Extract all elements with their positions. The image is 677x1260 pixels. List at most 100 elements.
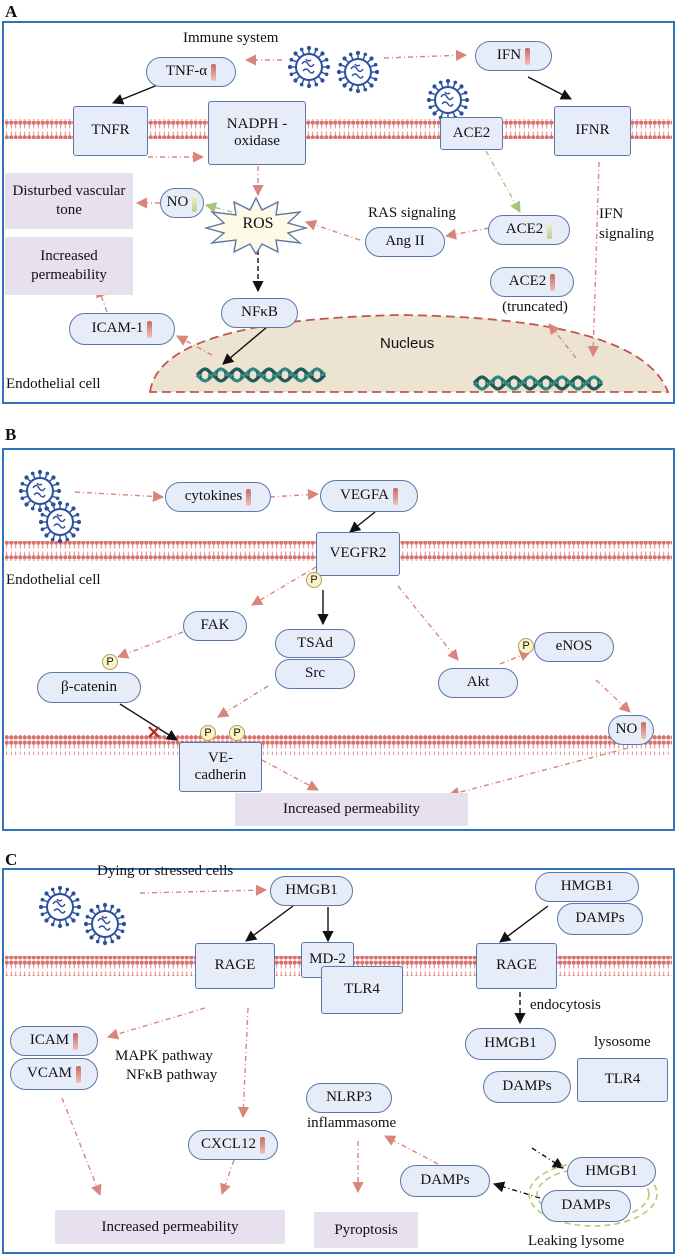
vegfa-label: VEGFA <box>340 487 389 504</box>
panel-c-frame <box>2 868 675 1254</box>
hmgb1-right-label: HMGB1 <box>560 878 614 895</box>
fak-node: FAK <box>183 611 247 641</box>
vcam-node: VCAM <box>10 1058 98 1090</box>
pyroptosis-label: Pyroptosis <box>334 1221 398 1238</box>
up-arrow-icon <box>260 1136 265 1154</box>
ace2-down-node: ACE2 <box>488 215 570 245</box>
beta-catenin-node: β-catenin <box>37 672 141 703</box>
leaking-lysome-label: Leaking lysome <box>528 1233 625 1249</box>
panel-letter-b: B <box>5 425 17 444</box>
membrane-a <box>5 119 672 139</box>
nfkb-label: NFκB <box>241 304 278 321</box>
cxcl12-label: CXCL12 <box>200 1136 256 1153</box>
icam-label: ICAM <box>29 1032 70 1049</box>
vegfr2-receptor: VEGFR2 <box>316 532 400 576</box>
nfkb-pathway-label: NFκB pathway <box>126 1067 218 1083</box>
down-arrow-icon <box>192 194 198 212</box>
enos-node: eNOS <box>534 632 614 662</box>
akt-label: Akt <box>466 674 490 691</box>
phosphate-icon: P <box>229 725 245 741</box>
up-arrow-icon <box>211 63 217 81</box>
truncated-label: (truncated) <box>502 299 568 315</box>
ros-label: ROS <box>242 215 274 232</box>
hmgb1-right-node: HMGB1 <box>535 872 639 902</box>
rage-right-receptor: RAGE <box>476 943 557 989</box>
nadph-oxidase-label: NADPH -oxidase <box>226 115 288 149</box>
vegfa-node: VEGFA <box>320 480 418 512</box>
rage-right-label: RAGE <box>496 957 537 974</box>
up-arrow-icon <box>73 1032 79 1050</box>
panel-b-frame <box>2 448 675 831</box>
damps-right-label: DAMPs <box>575 910 625 927</box>
damps-left-node: DAMPs <box>400 1165 490 1197</box>
ifn-node: IFN <box>475 41 552 71</box>
no-label-a: NO <box>166 194 189 211</box>
pyroptosis-box: Pyroptosis <box>314 1212 418 1248</box>
cytokines-label: cytokines <box>184 488 243 505</box>
damps-left-label: DAMPs <box>420 1172 470 1189</box>
tnf-alpha-node: TNF-α <box>146 57 236 87</box>
hmgb1-lysosome-node: HMGB1 <box>567 1157 656 1187</box>
inhibition-x-icon <box>148 726 160 738</box>
ve-cadherin-label: VE- cadherin <box>194 749 247 783</box>
src-node: Src <box>275 659 355 689</box>
ace2-up-node: ACE2 <box>490 267 574 297</box>
tnf-alpha-label: TNF-α <box>165 63 208 80</box>
increased-permeability-label-a: Increased permeability <box>31 248 107 283</box>
icam1-label: ICAM-1 <box>91 320 144 337</box>
tsad-label: TSAd <box>297 634 333 651</box>
tnfr-receptor: TNFR <box>73 106 148 156</box>
ace2-membrane-receptor: ACE2 <box>440 117 503 150</box>
up-arrow-icon <box>525 47 531 65</box>
akt-node: Akt <box>438 668 518 698</box>
ace2-up-label: ACE2 <box>508 273 547 290</box>
ifn-label: IFN <box>496 47 522 64</box>
no-node-a: NO <box>160 188 204 218</box>
up-arrow-icon <box>246 488 252 506</box>
increased-permeability-box-b: Increased permeability <box>235 793 468 826</box>
immune-system-label: Immune system <box>183 30 279 46</box>
phosphate-icon: P <box>518 638 534 654</box>
hmgb1-mid-label: HMGB1 <box>484 1035 537 1052</box>
endothelial-cell-label-b: Endothelial cell <box>6 572 101 588</box>
tlr4-lysosome-node: TLR4 <box>577 1058 668 1102</box>
up-arrow-icon <box>392 487 398 505</box>
phosphate-icon: P <box>102 654 118 670</box>
ace2-membrane-label: ACE2 <box>452 124 491 141</box>
rage-left-receptor: RAGE <box>195 943 275 989</box>
damps-mid-node: DAMPs <box>483 1071 571 1103</box>
icam-node: ICAM <box>10 1026 98 1056</box>
rage-left-label: RAGE <box>214 957 256 974</box>
nucleus-label: Nucleus <box>380 335 435 352</box>
vcam-label: VCAM <box>26 1065 72 1082</box>
md2-label: MD-2 <box>309 951 346 968</box>
panel-a-frame <box>2 21 675 404</box>
dying-cells-label: Dying or stressed cells <box>97 863 234 879</box>
up-arrow-icon <box>641 721 647 739</box>
src-label: Src <box>305 665 325 682</box>
disturbed-vascular-tone-label: Disturbed vascular tone <box>12 183 126 218</box>
tlr4-lysosome-label: TLR4 <box>604 1071 641 1088</box>
ace2-down-label: ACE2 <box>505 221 544 238</box>
nlrp3-label: NLRP3 <box>326 1089 372 1106</box>
ifnr-label: IFNR <box>575 122 610 139</box>
vegfr2-label: VEGFR2 <box>329 545 387 562</box>
inflammasome-label: inflammasome <box>307 1115 397 1131</box>
mapk-pathway-label: MAPK pathway <box>115 1048 213 1064</box>
no-node-b: NO <box>608 715 654 745</box>
hmgb1-lysosome-label: HMGB1 <box>585 1163 638 1180</box>
up-arrow-icon <box>550 273 556 291</box>
tlr4-membrane-label: TLR4 <box>344 981 380 998</box>
endocytosis-label: endocytosis <box>530 997 601 1013</box>
lysosome-label: lysosome <box>594 1034 651 1050</box>
down-arrow-icon <box>547 221 553 239</box>
tlr4-membrane-receptor: TLR4 <box>321 966 403 1014</box>
tsad-node: TSAd <box>275 629 355 658</box>
tnfr-label: TNFR <box>91 122 130 139</box>
phosphate-icon: P <box>306 572 322 588</box>
endothelial-cell-label-a: Endothelial cell <box>6 376 101 392</box>
panel-letter-a: A <box>5 2 18 21</box>
up-arrow-icon <box>76 1065 81 1083</box>
damps-lysosome-node: DAMPs <box>541 1190 631 1222</box>
disturbed-vascular-tone-box: Disturbed vascular tone <box>5 173 133 229</box>
